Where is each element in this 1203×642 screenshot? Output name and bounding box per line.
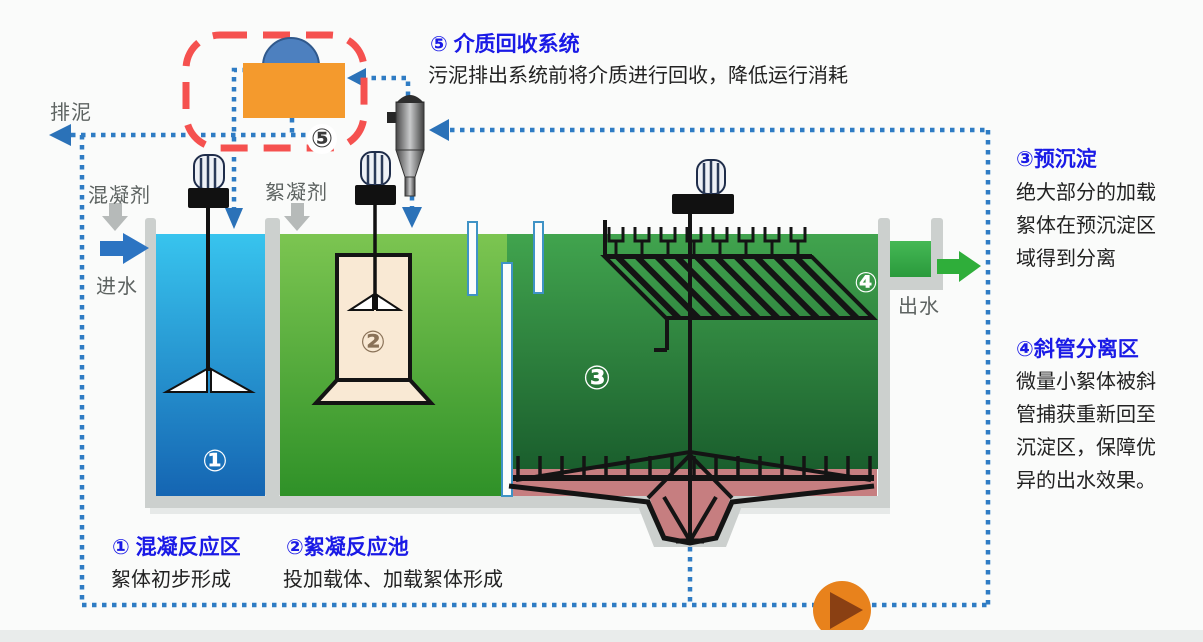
inclined-tube-module xyxy=(600,220,878,352)
coagulant-arrow-icon xyxy=(102,216,128,231)
callout-4-title: ④斜管分离区 xyxy=(1016,338,1139,361)
down-arrow-icon xyxy=(402,207,422,228)
impeller-blade xyxy=(346,293,374,311)
callout-5-title: ⑤ 介质回收系统 xyxy=(430,33,580,56)
tank-shadow xyxy=(150,508,890,514)
left-arrow-icon xyxy=(429,119,449,141)
callout-4-body: 微量小絮体被斜 管捕获重新回至 沉淀区，保障优 异的出水效果。 xyxy=(1016,371,1156,492)
right-wall xyxy=(878,218,890,508)
flocculant-arrow-icon xyxy=(284,216,310,231)
callout-2-body: 投加载体、加载絮体形成 xyxy=(283,569,503,591)
motor-base xyxy=(355,185,396,205)
inlet-label: 进水 xyxy=(96,276,138,298)
sludge-out-label: 排泥 xyxy=(50,102,92,124)
recovery-box xyxy=(243,63,345,118)
cyclone-cap xyxy=(396,95,424,103)
play-button[interactable] xyxy=(813,581,871,639)
motor-base xyxy=(188,188,229,208)
callout-3-body: 绝大部分的加载 絮体在预沉淀区 域得到分离 xyxy=(1016,182,1156,270)
hydrocyclone xyxy=(387,95,425,197)
outlet-channel-water xyxy=(890,241,931,277)
motor-base xyxy=(672,194,734,214)
marker-4: ④ xyxy=(854,265,878,299)
clarifier-drive xyxy=(672,159,734,540)
coagulant-arrow-icon xyxy=(109,203,122,216)
outlet-label: 出水 xyxy=(898,296,940,318)
left-wall xyxy=(145,218,156,508)
cyclone-spout xyxy=(404,176,416,197)
vessel-skirt xyxy=(311,378,436,405)
divider-wall xyxy=(265,218,280,497)
cyclone-overflow-line xyxy=(366,75,411,96)
cyclone-inlet-nub xyxy=(387,112,397,123)
impeller-blade xyxy=(210,367,256,393)
coagulant-label: 混凝剂 xyxy=(88,185,151,207)
media-return-tank1-line xyxy=(231,67,247,208)
callout-1-body: 絮体初步形成 xyxy=(111,569,231,591)
collection-launder xyxy=(603,220,812,258)
flocculant-label: 絮凝剂 xyxy=(265,182,328,204)
inlet-arrow-icon xyxy=(100,233,149,264)
baffle-plate xyxy=(467,221,478,296)
callout-5-body: 污泥排出系统前将介质进行回收，降低运行消耗 xyxy=(428,65,848,87)
baffles xyxy=(467,221,544,497)
mixer-coagulation xyxy=(162,154,256,393)
impeller-blade xyxy=(162,367,208,393)
slide-bottom-edge xyxy=(0,630,1203,642)
down-arrow-icon xyxy=(225,208,243,229)
marker-1: ① xyxy=(202,443,228,479)
tube-support-pipe xyxy=(654,318,669,352)
marker-3: ③ xyxy=(583,357,611,397)
left-arrow-icon xyxy=(49,124,71,146)
dosing-arrows xyxy=(102,203,310,231)
impeller-blade xyxy=(376,293,404,311)
marker-2: ② xyxy=(360,324,386,360)
callout-1-title: ① 混凝反应区 xyxy=(112,536,241,559)
baffle-plate xyxy=(533,221,544,294)
flocculant-arrow-icon xyxy=(291,203,304,216)
media-recovery-system xyxy=(182,31,368,152)
outlet-channel-floor xyxy=(890,276,943,290)
callout-2-title: ②絮凝反应池 xyxy=(286,536,409,559)
marker-5: ⑤ xyxy=(307,124,337,154)
recovery-dome xyxy=(261,37,321,67)
baffle-plate xyxy=(501,262,513,497)
outlet-channel-wall xyxy=(931,218,943,284)
callout-3-title: ③预沉淀 xyxy=(1016,148,1097,171)
draft-tube-vessel xyxy=(311,253,436,405)
red-dashed-highlight xyxy=(182,31,368,152)
coagulation-tank-water xyxy=(156,234,265,496)
play-icon xyxy=(830,592,863,629)
cyclone-cone xyxy=(395,149,425,178)
outlet-arrow-icon xyxy=(937,251,981,282)
